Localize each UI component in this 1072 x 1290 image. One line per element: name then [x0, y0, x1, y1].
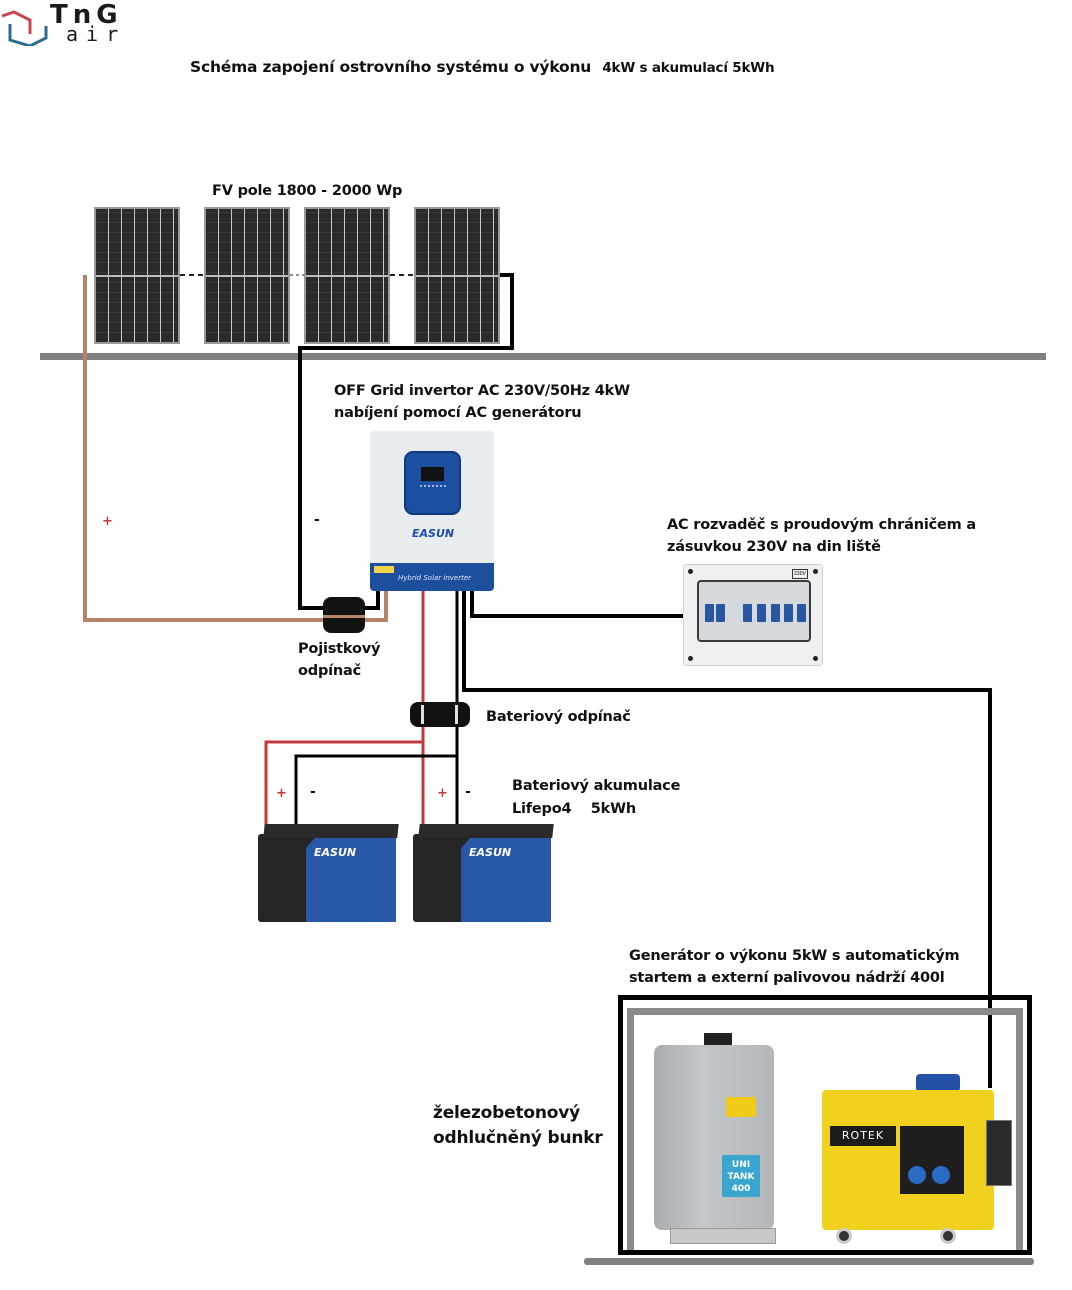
inverter-band-text: Hybrid Solar inverter: [398, 574, 472, 582]
solar-panel: [414, 207, 500, 344]
fuse-link-icon: [323, 615, 365, 618]
battery-positive-wire: [264, 591, 425, 830]
pv-array-label: FV pole 1800 - 2000 Wp: [212, 183, 403, 199]
screw-icon: [688, 656, 693, 661]
battery-brand: EASUN: [469, 846, 512, 859]
pv-negative-to-inverter: [365, 591, 380, 610]
breaker-icon: [784, 604, 793, 622]
battery-unit: EASUN: [258, 824, 399, 924]
generator-body: ROTEK: [822, 1090, 1012, 1230]
ac-box-tag: 230V: [792, 569, 808, 579]
lcd-icon: [421, 467, 444, 481]
socket-icon: [932, 1166, 950, 1184]
tank-body: UNI TANK 400: [654, 1045, 774, 1230]
fuse-label-line1: Pojistkový: [298, 641, 381, 657]
inverter-brand: EASUN: [412, 527, 455, 540]
switch-contact-icon: [455, 705, 458, 724]
bunker: [618, 995, 1032, 1255]
fuse-label-line2: odpínač: [298, 663, 361, 679]
battery-body: [258, 834, 396, 922]
screw-icon: [688, 569, 693, 574]
battery2-minus-mark: -: [465, 784, 471, 800]
inverter-label-line2: nabíjení pomocí AC generátoru: [334, 405, 582, 421]
bunker-label-line2: odhlučněný bunkr: [433, 1128, 603, 1148]
inverter-label-line1: OFF Grid invertor AC 230V/50Hz 4kW: [334, 383, 630, 399]
battery-label-plate: [306, 838, 396, 922]
ac-box-label-line2: zásuvkou 230V na din liště: [667, 539, 881, 555]
pv-positive-wire: [83, 275, 323, 622]
wheel-icon: [940, 1228, 956, 1244]
solar-panel: [204, 207, 290, 344]
battery-unit: EASUN: [413, 824, 554, 924]
breaker-icon: [771, 604, 780, 622]
switch-contact-icon: [421, 705, 424, 724]
generator-label-line1: Generátor o výkonu 5kW s automatickým: [629, 948, 960, 964]
battery1-plus-mark: +: [276, 786, 287, 801]
battery-label-plate: [461, 838, 551, 922]
battery-body: [413, 834, 551, 922]
battery-label-line1: Bateriový akumulace: [512, 778, 681, 794]
generator-label-line2: startem a externí palivovou nádrží 400l: [629, 970, 945, 986]
breaker-icon: [743, 604, 752, 622]
breaker-rail: [697, 580, 811, 642]
solar-panel: [94, 207, 180, 344]
generator: ROTEK: [822, 1070, 1022, 1245]
logo-brand: TnG: [50, 0, 123, 30]
bunker-label-line1: železobetonový: [433, 1103, 581, 1123]
solar-panel: [304, 207, 390, 344]
bunker-wall: [627, 1008, 1023, 1250]
pv-positive-to-inverter: [365, 591, 388, 622]
pv-negative-wire: [298, 273, 514, 610]
title-suffix: 4kW s akumulací 5kWh: [602, 60, 775, 76]
wheel-icon: [836, 1228, 852, 1244]
tank-label: UNI TANK 400: [722, 1155, 760, 1197]
battery-disconnector: [410, 702, 470, 727]
generator-control-panel: [900, 1126, 964, 1194]
power-outlet-icon: [916, 1074, 960, 1092]
inverter: EASUN Hybrid Solar inverter: [370, 431, 494, 591]
screw-icon: [813, 656, 818, 661]
logo-mark-icon: [1, 10, 48, 46]
battery1-minus-mark: -: [310, 784, 316, 800]
title-main: Schéma zapojení ostrovního systému o výk…: [190, 58, 592, 76]
fuse-disconnector: [323, 597, 365, 633]
breaker-icon: [797, 604, 806, 622]
socket-icon: [908, 1166, 926, 1184]
battery2-plus-mark: +: [437, 786, 448, 801]
warning-label-icon: [374, 566, 394, 573]
ats-box: [986, 1120, 1012, 1186]
battery-switch-label: Bateriový odpínač: [486, 709, 631, 725]
ground-line: [584, 1258, 1034, 1265]
ac-output-wire: [470, 591, 683, 618]
screw-icon: [813, 569, 818, 574]
pv-plus-mark: +: [102, 514, 113, 529]
generator-ac-wire: [462, 591, 992, 1088]
battery-lid: [418, 824, 554, 838]
pv-minus-mark: -: [314, 512, 320, 528]
inverter-band: Hybrid Solar inverter: [370, 563, 494, 591]
inverter-display: [404, 451, 461, 515]
ac-distribution-box: 230V: [683, 564, 823, 666]
breaker-icon: [705, 604, 714, 622]
keypad-icon: [420, 485, 446, 497]
battery-negative-wire: [294, 591, 459, 830]
fuel-tank: UNI TANK 400: [654, 1033, 779, 1244]
tank-warning-label: [726, 1097, 756, 1117]
roof-line: [40, 353, 1046, 360]
company-logo: TnG air: [0, 0, 160, 48]
battery-lid: [263, 824, 399, 838]
battery-brand: EASUN: [314, 846, 357, 859]
page-title: Schéma zapojení ostrovního systému o výk…: [190, 56, 775, 79]
logo-sub: air: [66, 22, 127, 46]
tank-base: [670, 1228, 776, 1244]
ac-box-label-line1: AC rozvaděč s proudovým chráničem a: [667, 517, 976, 533]
generator-brand: ROTEK: [830, 1126, 896, 1146]
battery-label-line2: Lifepo4 5kWh: [512, 801, 637, 817]
breaker-icon: [716, 604, 725, 622]
breaker-icon: [757, 604, 766, 622]
